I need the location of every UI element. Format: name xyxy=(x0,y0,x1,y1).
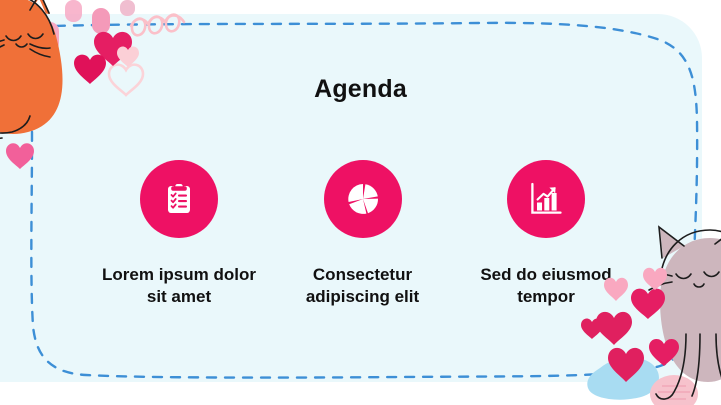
agenda-item-1[interactable]: Lorem ipsum dolor sit amet xyxy=(90,160,268,309)
agenda-label-3: Sed do eiusmod tempor xyxy=(480,265,612,307)
agenda-label-1: Lorem ipsum dolor sit amet xyxy=(102,265,256,307)
clipboard-checklist-icon xyxy=(168,182,190,213)
agenda-icon-badge-2[interactable] xyxy=(323,160,402,238)
pie-chart-icon xyxy=(347,184,378,214)
agenda-icon-badge-1[interactable] xyxy=(140,160,218,238)
agenda-item-3[interactable]: Sed do eiusmod tempor xyxy=(457,160,635,309)
page-title: Agenda xyxy=(314,75,407,103)
agenda-label-2: Consectetur adipiscing elit xyxy=(305,265,420,307)
agenda-icon-badge-3[interactable] xyxy=(507,160,585,238)
agenda-item-2[interactable]: Consectetur adipiscing elit xyxy=(274,160,452,309)
bar-chart-growth-icon xyxy=(531,182,562,214)
agenda-columns: Lorem ipsum dolor sit amet Consectetur a… xyxy=(90,160,635,309)
